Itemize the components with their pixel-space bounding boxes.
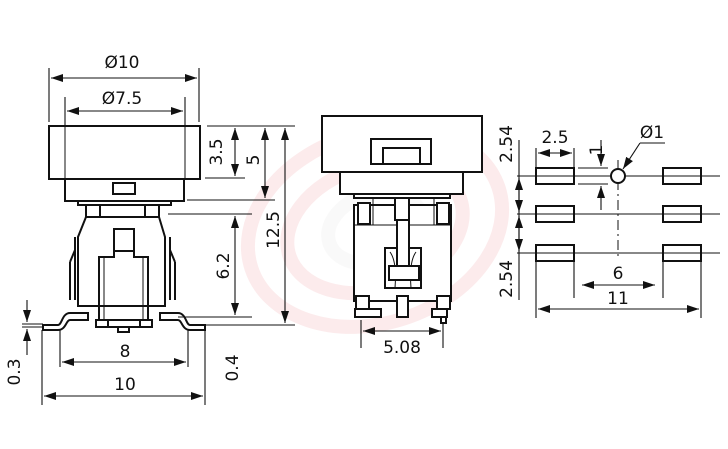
dim-terminal-span: 8	[120, 342, 131, 362]
dim-hole-dia: Ø1	[640, 123, 664, 143]
dim-cap-inner-dia: Ø7.5	[102, 89, 142, 109]
dim-outer-span: 11	[607, 289, 629, 309]
dim-pad-width: 1	[587, 145, 607, 156]
front-view	[321, 115, 483, 324]
side-view-dimensions: Ø10 Ø7.5 3.5 5 12.5 6.2 8 10	[5, 53, 295, 405]
dim-cap-height: 3.5	[207, 138, 227, 165]
dim-body-height: 6.2	[214, 252, 234, 279]
pcb-footprint	[517, 160, 720, 262]
side-view	[42, 125, 206, 333]
dim-total-height: 12.5	[264, 211, 284, 249]
dim-pad-length: 2.5	[541, 128, 568, 148]
dim-pitch-bottom: 2.54	[497, 260, 517, 298]
dim-pin-pitch: 5.08	[383, 338, 421, 358]
dim-terminal-thickness: 0.3	[5, 358, 25, 385]
mounting-hole	[610, 168, 626, 184]
dim-top-to-stem: 5	[244, 155, 264, 166]
front-view-dimensions: 5.08	[360, 320, 444, 358]
dim-overall-width: 10	[114, 375, 136, 395]
dim-cap-outer-dia: Ø10	[104, 53, 139, 73]
dim-pitch-top: 2.54	[497, 125, 517, 163]
dim-inner-span: 6	[613, 264, 624, 284]
footprint-dimensions: 2.54 2.54 2.5 1 Ø1 6 11	[497, 123, 702, 318]
dim-standoff: 0.4	[223, 354, 243, 381]
